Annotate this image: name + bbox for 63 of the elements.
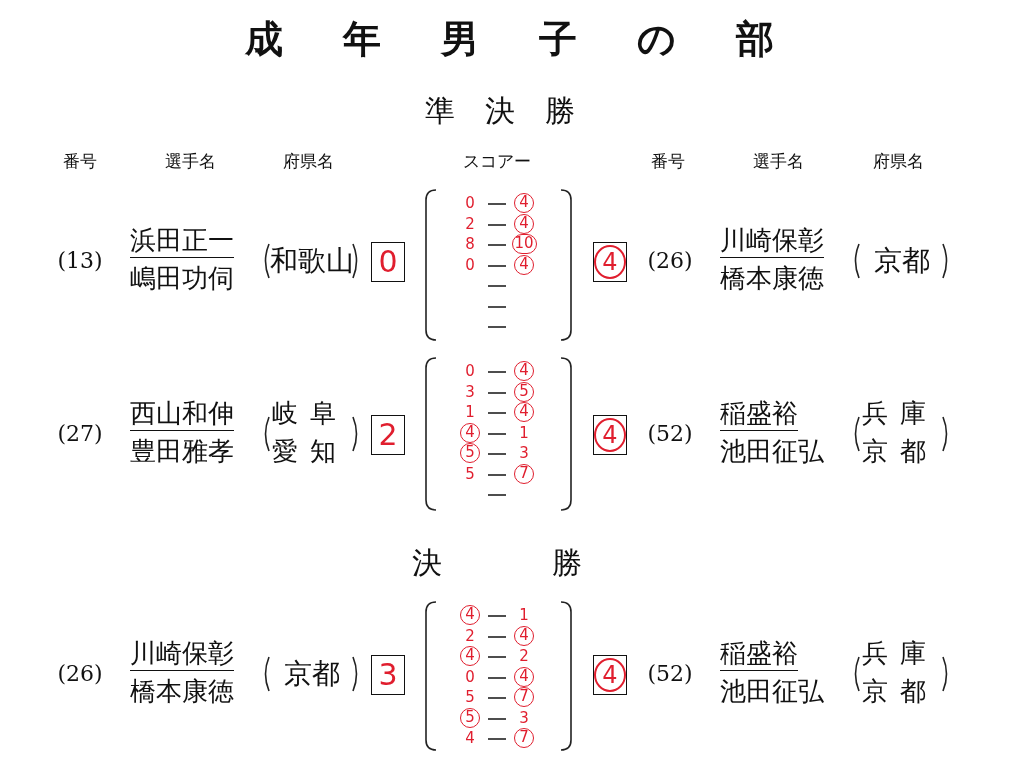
match-score: 3 (377, 658, 399, 692)
player-name: 池田征弘 (720, 437, 824, 467)
column-header: 番号 (63, 152, 97, 172)
game-score: 5 (464, 687, 476, 707)
entry-number: (52) (647, 421, 693, 447)
prefecture-name: 兵庫 (862, 399, 938, 429)
prefecture-name: 京都 (874, 245, 930, 278)
match-score: 2 (377, 418, 399, 452)
entry-number: (52) (647, 661, 693, 687)
column-header: 府県名 (872, 152, 924, 172)
player-name: 稲盛裕 (720, 399, 798, 431)
game-score: 0 (464, 254, 476, 275)
game-score: 0 (464, 193, 476, 213)
player-name: 嶋田功伺 (130, 264, 234, 294)
game-score: 5 (464, 463, 476, 484)
game-score: 1 (518, 422, 530, 443)
column-header: 選手名 (752, 152, 804, 172)
prefecture-name: 和歌山 (270, 245, 354, 278)
circled-score: 4 (594, 245, 626, 279)
player-name: 橋本康徳 (720, 264, 824, 294)
player-name: 川崎保彰 (130, 639, 234, 671)
prefecture-name: 岐阜 (272, 399, 348, 429)
player-name: 西山和伸 (130, 399, 234, 431)
game-score: 4 (464, 728, 476, 748)
entry-number: (13) (57, 248, 103, 274)
player-name: 稲盛裕 (720, 639, 798, 671)
circled-score: 4 (594, 658, 626, 692)
entry-number: (27) (57, 421, 103, 447)
player-name: 池田征弘 (720, 677, 824, 707)
game-score: 2 (464, 213, 476, 234)
game-score: 0 (464, 361, 476, 381)
game-score: 1 (464, 402, 476, 422)
column-header: 選手名 (164, 152, 216, 172)
prefecture-name: 京都 (862, 677, 938, 707)
player-name: 浜田正一 (130, 226, 234, 258)
column-header: スコアー (463, 152, 531, 172)
player-name: 豊田雅孝 (130, 437, 234, 467)
game-score: 0 (464, 666, 476, 687)
entry-number: (26) (647, 248, 693, 274)
player-name: 川崎保彰 (720, 226, 824, 258)
game-score: 3 (518, 707, 530, 728)
section-heading: 準決勝 (425, 94, 605, 129)
game-score: 3 (518, 443, 530, 463)
section-heading: 決勝 (412, 546, 692, 581)
prefecture-name: 兵庫 (862, 639, 938, 669)
prefecture-name: 愛知 (272, 437, 348, 467)
entry-number: (26) (57, 661, 103, 687)
score-box (371, 655, 405, 695)
player-name: 橋本康徳 (130, 677, 234, 707)
game-score: 3 (464, 381, 476, 402)
column-header: 番号 (651, 152, 685, 172)
page-title: 成年男子の部 (243, 18, 835, 62)
column-header: 府県名 (282, 152, 334, 172)
score-box (371, 415, 405, 455)
prefecture-name: 京都 (862, 437, 938, 467)
prefecture-name: 京都 (284, 658, 340, 691)
game-score: 1 (518, 605, 530, 625)
match-score: 0 (377, 245, 399, 279)
game-score: 2 (464, 625, 476, 646)
game-score: 8 (464, 234, 476, 254)
game-score: 2 (518, 646, 530, 666)
score-box (371, 242, 405, 282)
circled-score: 4 (594, 418, 626, 452)
